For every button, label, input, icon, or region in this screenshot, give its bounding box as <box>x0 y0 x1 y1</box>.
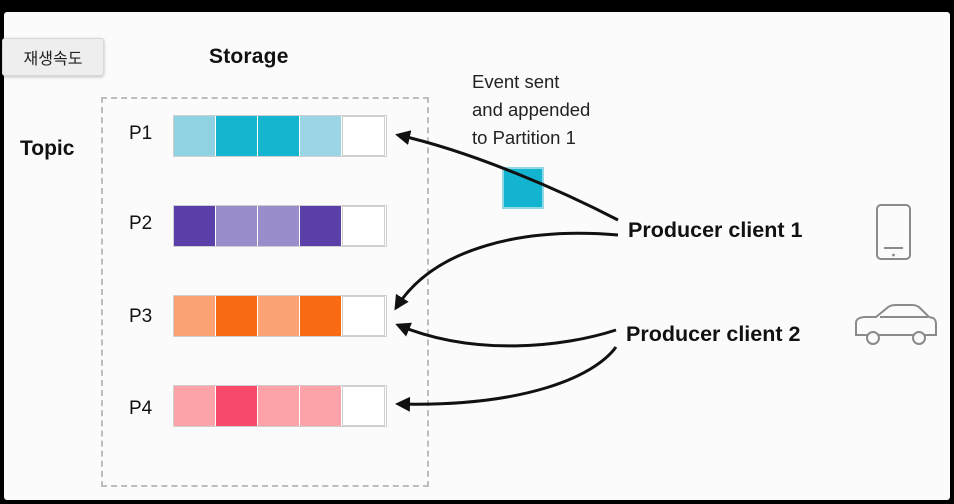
event-cell <box>300 386 342 426</box>
arrows-layer <box>394 130 937 412</box>
partition-p3 <box>173 295 387 337</box>
partition-label-p3: P3 <box>129 306 153 327</box>
partition-p2 <box>173 205 387 247</box>
video-frame: Storage Topic P1 P2 P3 P4 Event sent and… <box>4 12 950 500</box>
empty-slot <box>342 386 385 426</box>
storage-title: Storage <box>209 45 289 68</box>
car-icon <box>855 304 937 345</box>
arrow-client2-to-p3 <box>395 322 617 348</box>
storage-dashed-box <box>101 97 429 487</box>
arrow-client1-to-p3 <box>394 231 619 311</box>
event-cell <box>258 296 300 336</box>
event-cell <box>216 116 258 156</box>
producer-client-2-label: Producer client 2 <box>626 322 801 346</box>
empty-slot <box>342 116 385 156</box>
arrow-client2-to-p4 <box>395 346 618 412</box>
partition-label-p1: P1 <box>129 123 153 144</box>
event-annotation: Event sent and appended to Partition 1 <box>472 68 590 152</box>
arrow-event-to-p1 <box>395 130 619 222</box>
empty-slot <box>342 296 385 336</box>
partition-p4 <box>173 385 387 427</box>
event-cell <box>174 206 216 246</box>
empty-slot <box>342 206 385 246</box>
partition-label-p2: P2 <box>129 213 153 234</box>
event-box <box>502 167 544 209</box>
event-annotation-line1: Event sent <box>472 71 560 92</box>
event-cell <box>300 296 342 336</box>
event-cell <box>216 296 258 336</box>
phone-icon <box>876 204 911 260</box>
event-cell <box>216 206 258 246</box>
playback-speed-button[interactable]: 재생속도 <box>2 38 104 76</box>
partition-label-p4: P4 <box>129 398 153 419</box>
event-cell <box>258 116 300 156</box>
event-cell <box>258 386 300 426</box>
producer-client-1-label: Producer client 1 <box>628 218 803 242</box>
event-annotation-line3: to Partition 1 <box>472 127 576 148</box>
event-cell <box>216 386 258 426</box>
event-annotation-line2: and appended <box>472 99 591 120</box>
event-cell <box>174 296 216 336</box>
partition-p1 <box>173 115 387 157</box>
event-cell <box>258 206 300 246</box>
topic-title: Topic <box>20 137 75 160</box>
event-cell <box>174 116 216 156</box>
event-cell <box>174 386 216 426</box>
event-cell <box>300 206 342 246</box>
event-cell <box>300 116 342 156</box>
